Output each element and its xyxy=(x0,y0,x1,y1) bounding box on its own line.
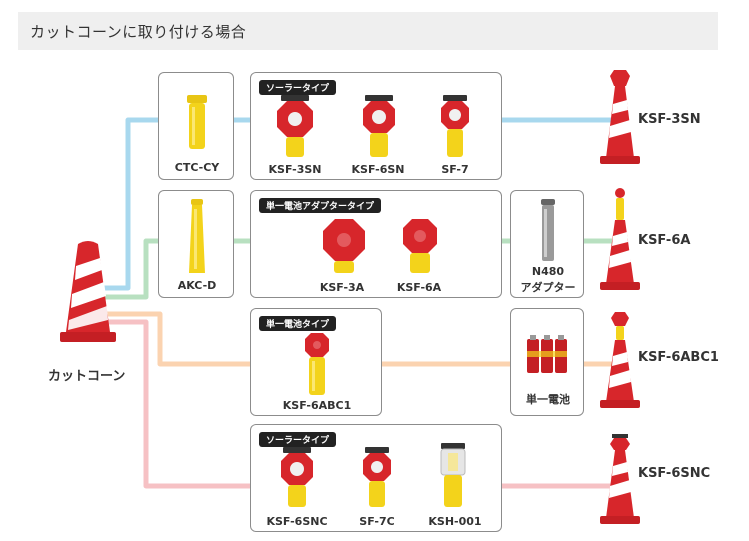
result-cone-image xyxy=(600,312,640,408)
base-label: CTC-CY xyxy=(174,161,220,174)
source-cone-label: カットコーン xyxy=(48,369,126,384)
light-label: KSH-001 xyxy=(428,515,482,528)
base-label: AKC-D xyxy=(177,279,217,292)
adapter-label-line2: アダプター xyxy=(520,281,576,294)
result-cone-image xyxy=(600,434,640,524)
page-header: カットコーンに取り付ける場合 xyxy=(18,12,718,50)
light-label: KSF-6SNC xyxy=(266,515,328,528)
connector-pink xyxy=(102,319,612,489)
light-sf-7c-image xyxy=(363,447,391,507)
light-label: SF-7C xyxy=(359,515,395,528)
battery-image xyxy=(527,335,567,373)
group-tag: ソーラータイプ xyxy=(259,80,337,95)
adapter-group-box: 単一電池アダプタータイプ KSF-3A KSF-6A xyxy=(250,190,502,298)
result-label: KSF-6SNC xyxy=(638,466,711,481)
light-ksf-6sn-image xyxy=(363,95,395,157)
group-tag: 単一電池タイプ xyxy=(259,316,337,331)
connector-green xyxy=(102,238,612,300)
connector-blue xyxy=(102,117,612,291)
light-ksf-3a-image xyxy=(323,219,365,273)
result-cone-image xyxy=(600,188,640,290)
solar-group-box-2: ソーラータイプ KSF-6SNC SF-7C KSH-001 xyxy=(250,424,502,532)
n480-adapter-box: N480 アダプター xyxy=(510,190,584,298)
connector-orange xyxy=(102,311,612,367)
base-adapter-image xyxy=(189,199,205,273)
group-tag: 単一電池アダプタータイプ xyxy=(259,198,382,213)
solar-group-box-1: ソーラータイプ KSF-3SN KSF-6SN SF-7 xyxy=(250,72,502,180)
light-label: SF-7 xyxy=(441,163,469,176)
base-akc-d-box: AKC-D xyxy=(158,190,234,298)
result-label: KSF-6ABC1 xyxy=(638,350,719,365)
light-ksh-001-image xyxy=(440,443,466,507)
page-title: カットコーンに取り付ける場合 xyxy=(30,23,247,41)
light-ksf-6snc-image xyxy=(281,447,313,507)
result-label: KSF-3SN xyxy=(638,112,701,127)
light-ksf-6a-image xyxy=(403,219,437,273)
light-label: KSF-3A xyxy=(319,281,365,294)
result-cone-image xyxy=(600,70,640,164)
light-label: KSF-6SN xyxy=(351,163,405,176)
adapter-label-line1: N480 xyxy=(531,265,565,278)
light-label: KSF-3SN xyxy=(268,163,322,176)
group-tag: ソーラータイプ xyxy=(259,432,337,447)
light-ksf-6abc1-image xyxy=(305,333,329,395)
battery-box: 単一電池 xyxy=(510,308,584,416)
light-ksf-3sn-image xyxy=(277,95,313,157)
light-label: KSF-6ABC1 xyxy=(282,399,352,412)
light-label: KSF-6A xyxy=(396,281,442,294)
base-ctc-cy-box: CTC-CY xyxy=(158,72,234,180)
light-sf-7-image xyxy=(441,95,469,157)
cut-cone-image xyxy=(60,241,116,342)
n480-adapter-image xyxy=(541,199,555,261)
battery-label: 単一電池 xyxy=(526,393,570,406)
base-adapter-image xyxy=(187,95,207,149)
battery-group-box: 単一電池タイプ KSF-6ABC1 xyxy=(250,308,382,416)
result-label: KSF-6A xyxy=(638,233,691,248)
